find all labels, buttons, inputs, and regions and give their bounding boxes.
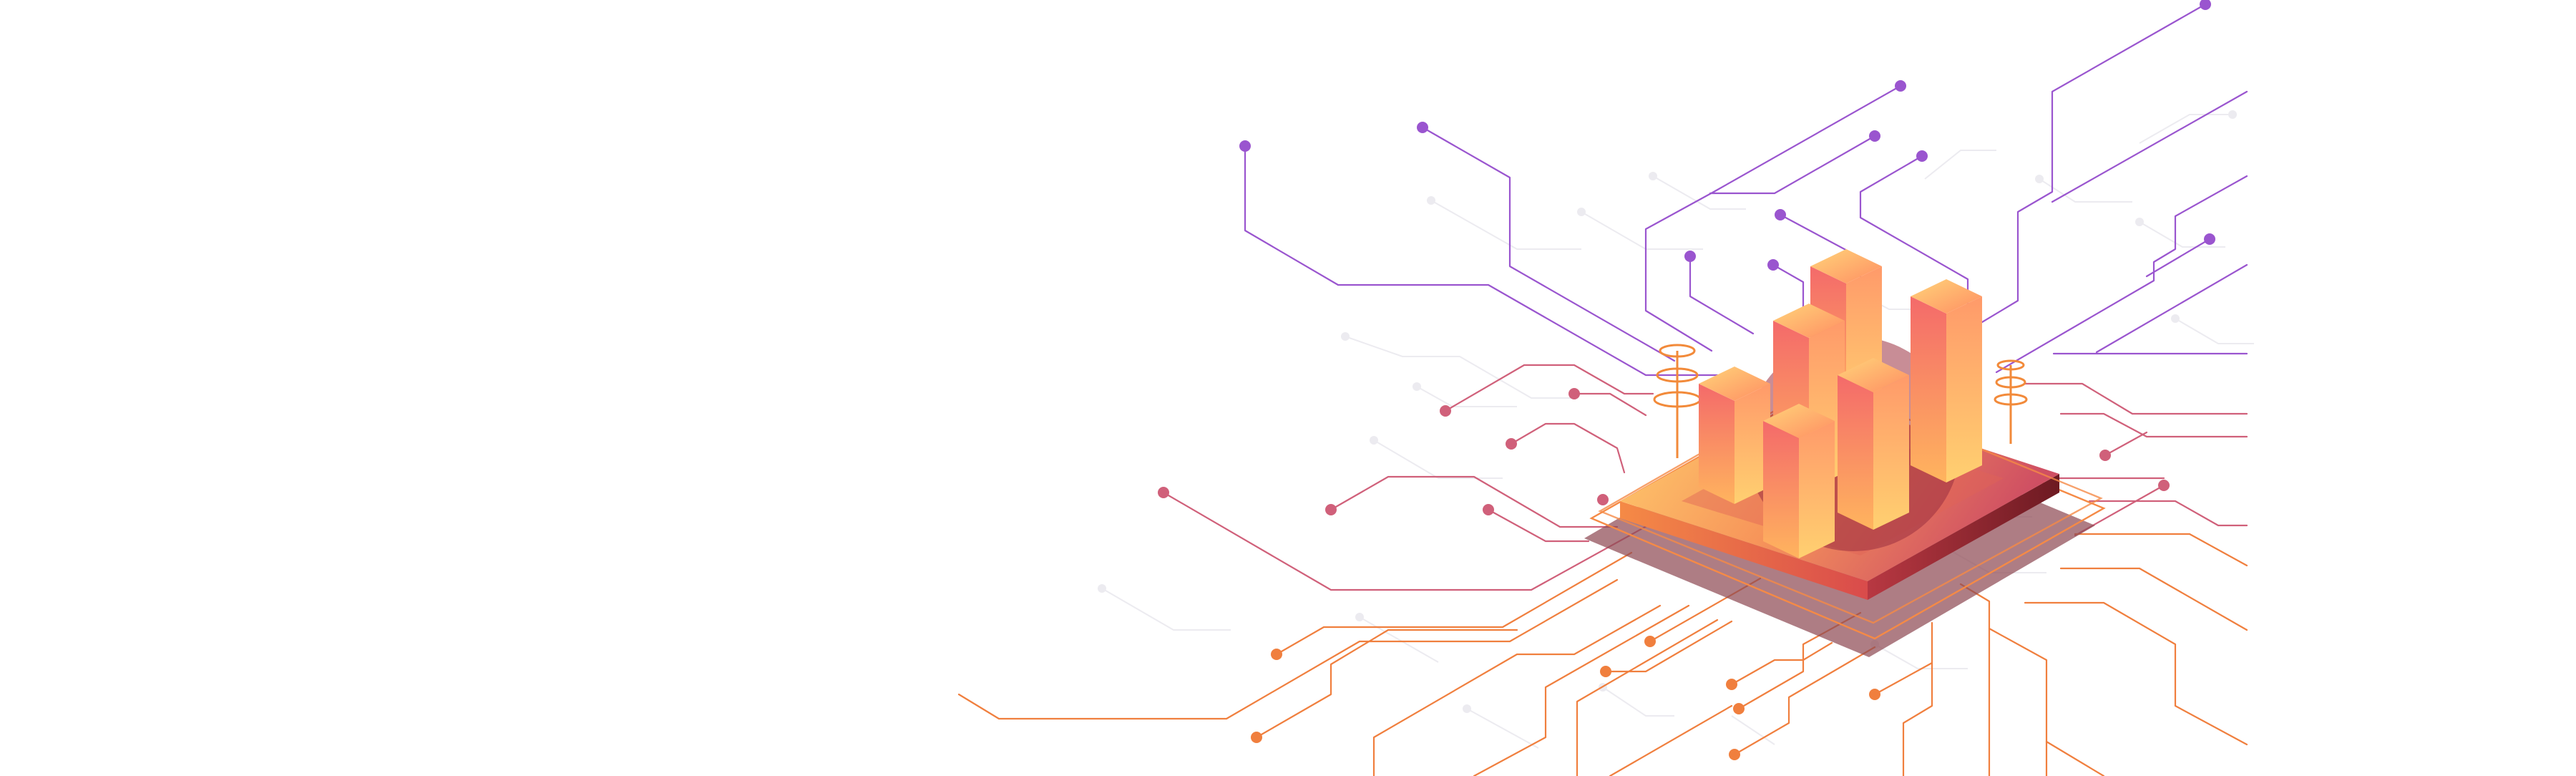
bar-tower-front (1763, 404, 1835, 558)
bar-tower-right (1911, 279, 1982, 482)
pink-traces (1162, 364, 2248, 591)
faint-nodes (1098, 110, 2237, 713)
pink-nodes (1158, 388, 2170, 515)
bar-tower-left (1699, 367, 1770, 504)
orange-traces (957, 533, 2248, 776)
orange-nodes (1251, 636, 1880, 760)
purple-traces (1244, 3, 2248, 377)
right-coil (1994, 359, 2028, 444)
purple-nodes (1239, 0, 2215, 271)
left-coil (1653, 344, 1702, 458)
bar-tower-center (1838, 358, 1909, 530)
